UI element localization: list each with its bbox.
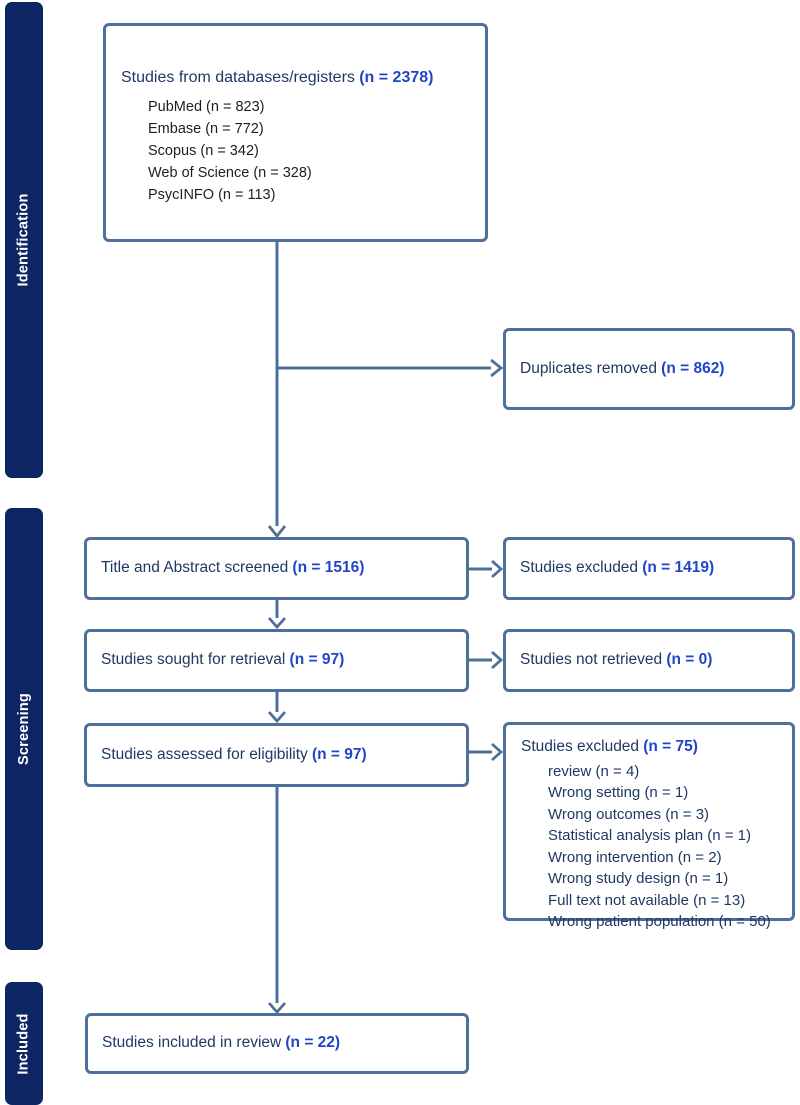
included-box: Studies included in review(n = 22) xyxy=(85,1013,469,1074)
database-item: Scopus (n = 342) xyxy=(148,143,259,160)
exclusion-reason-item: Full text not available (n = 13) xyxy=(548,891,746,909)
arrow-sought-to-not-retrieved xyxy=(469,650,504,670)
database-item: Embase (n = 772) xyxy=(148,121,264,138)
sought-count: (n = 97) xyxy=(289,651,345,669)
screened-count: (n = 1516) xyxy=(292,559,365,577)
not-retrieved-count: (n = 0) xyxy=(666,651,713,669)
included-count: (n = 22) xyxy=(285,1034,341,1052)
duplicates-removed-box: Duplicates removed(n = 862) xyxy=(503,328,795,410)
not-retrieved-label: Studies not retrieved xyxy=(520,651,663,669)
stage-bar-screening: Screening xyxy=(5,508,43,950)
arrow-databases-to-screened xyxy=(267,242,287,539)
databases-label: Studies from databases/registers xyxy=(121,69,355,86)
screened-label: Title and Abstract screened xyxy=(101,559,289,577)
arrow-assessed-to-excluded xyxy=(469,742,504,762)
screened-box: Title and Abstract screened(n = 1516) xyxy=(84,537,469,600)
arrow-sought-to-assessed xyxy=(267,692,287,724)
excluded-eligibility-box: Studies excluded(n = 75) review (n = 4) … xyxy=(503,722,795,930)
assessed-label: Studies assessed for eligibility xyxy=(101,745,308,763)
exclusion-reason-item: Wrong setting (n = 1) xyxy=(548,784,689,802)
sought-label: Studies sought for retrieval xyxy=(101,651,286,669)
stage-bar-included: Included xyxy=(5,982,43,1105)
database-item: Web of Science (n = 328) xyxy=(148,165,312,182)
excluded-eligibility-label: Studies excluded xyxy=(521,738,640,755)
duplicates-count: (n = 862) xyxy=(661,359,725,377)
excluded-eligibility-count: (n = 75) xyxy=(643,738,698,755)
excluded-screening-label: Studies excluded xyxy=(520,559,639,577)
sought-box: Studies sought for retrieval(n = 97) xyxy=(84,629,469,692)
exclusion-reason-item: Wrong patient population (n = 50) xyxy=(548,913,771,931)
exclusion-reason-item: review (n = 4) xyxy=(548,762,640,780)
exclusion-reason-item: Wrong intervention (n = 2) xyxy=(548,848,722,866)
included-label: Studies included in review xyxy=(102,1034,282,1052)
arrow-databases-to-duplicates xyxy=(277,358,504,378)
databases-list: PubMed (n = 823) Embase (n = 772) Scopus… xyxy=(148,96,475,206)
arrow-screened-to-excluded xyxy=(469,559,504,579)
exclusion-reason-item: Wrong study design (n = 1) xyxy=(548,870,729,888)
databases-box: Studies from databases/registers(n = 237… xyxy=(103,23,488,242)
exclusion-reason-item: Statistical analysis plan (n = 1) xyxy=(548,827,752,845)
databases-count: (n = 2378) xyxy=(359,69,434,86)
excluded-screening-box: Studies excluded(n = 1419) xyxy=(503,537,795,600)
stage-bar-identification: Identification xyxy=(5,2,43,478)
database-item: PubMed (n = 823) xyxy=(148,99,265,116)
exclusion-reasons-list: review (n = 4) Wrong setting (n = 1) Wro… xyxy=(548,761,786,933)
exclusion-reason-item: Wrong outcomes (n = 3) xyxy=(548,805,710,823)
assessed-count: (n = 97) xyxy=(311,745,367,763)
duplicates-label: Duplicates removed xyxy=(520,359,657,377)
arrow-screened-to-sought xyxy=(267,600,287,630)
not-retrieved-box: Studies not retrieved(n = 0) xyxy=(503,629,795,692)
excluded-screening-count: (n = 1419) xyxy=(642,559,715,577)
database-item: PsycINFO (n = 113) xyxy=(148,187,276,204)
assessed-box: Studies assessed for eligibility(n = 97) xyxy=(84,723,469,787)
arrow-assessed-to-included xyxy=(267,787,287,1015)
